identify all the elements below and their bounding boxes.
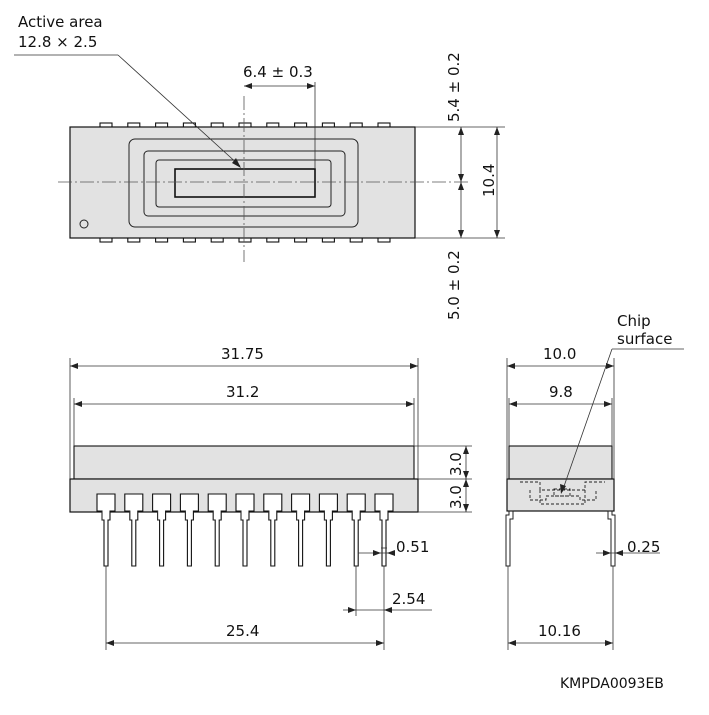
dim-10-4-arrow-top [494, 127, 500, 135]
dim-10-16-arrow-left [508, 640, 516, 646]
dim-10-0-arrow-left [507, 363, 515, 369]
active-area-leader-arrow [232, 158, 241, 168]
front-pin [124, 493, 144, 567]
dim-31-75-arrow-right [410, 363, 418, 369]
dim-6-4-arrow-left [244, 83, 252, 89]
dim-lead-thickness: 0.25 [627, 538, 660, 556]
active-area-title: Active area [18, 13, 103, 31]
dim-height-arrow-top [463, 446, 469, 454]
dim-height-arrow-bottom [463, 504, 469, 512]
side-view: Chip surface 10.0 9.8 0.25 10.16 [505, 312, 684, 650]
dim-31-2-arrow-right [406, 401, 414, 407]
dim-side-body-width: 9.8 [549, 383, 573, 401]
dim-side-overall-width: 10.0 [543, 345, 576, 363]
dim-top-offset: 5.4 ± 0.2 [445, 52, 463, 122]
dim-10-16-arrow-right [605, 640, 613, 646]
front-view-window-layer [73, 445, 415, 480]
dim-row-spacing: 10.16 [538, 622, 581, 640]
window-frame-inner [155, 159, 332, 208]
dim-0-51-arrow-left [373, 550, 381, 556]
active-area-rect [174, 168, 316, 198]
top-view-pins-upper [99, 122, 391, 129]
dim-height-arrow-mid-up [463, 471, 469, 479]
dim-0-25-arrow-left [603, 550, 611, 556]
front-view: 31.75 31.2 3.0 3.0 0.51 2.54 [69, 345, 472, 650]
dim-body-length: 31.2 [226, 383, 259, 401]
chip-surface-leader-arrow [560, 484, 566, 494]
dim-2-54-arrow-left [348, 607, 356, 613]
dim-5-4-arrow-top [458, 127, 464, 135]
front-pin [318, 493, 338, 567]
top-view-package-body [69, 126, 416, 239]
front-pin [96, 493, 116, 567]
front-pin [207, 493, 227, 567]
dim-pin-pitch: 2.54 [392, 590, 425, 608]
dim-0-25-arrow-right [615, 550, 623, 556]
dim-0-51-arrow-right [387, 550, 395, 556]
active-area-leader-diag [117, 54, 241, 167]
dim-window-height: 3.0 [447, 452, 465, 476]
dim-pin-width: 0.51 [396, 538, 429, 556]
front-pin [235, 493, 255, 567]
side-view-lead-right [607, 510, 616, 567]
chip-surface-leader-diag [561, 348, 613, 493]
side-view-window-layer [508, 445, 613, 480]
dim-9-8-arrow-left [509, 401, 517, 407]
dim-25-4-arrow-right [376, 640, 384, 646]
dim-2-54-arrow-right [384, 607, 392, 613]
front-pin [346, 493, 366, 567]
dim-5-4-arrow-bottom [458, 174, 464, 182]
dim-row-span: 25.4 [226, 622, 259, 640]
top-view: Active area 12.8 × 2.5 6.4 ± 0.3 5.4 ± 0… [14, 13, 505, 320]
front-pin [179, 493, 199, 567]
dim-31-2-arrow-left [74, 401, 82, 407]
window-frame-outer [128, 138, 359, 228]
front-pin [374, 493, 394, 567]
dim-base-height: 3.0 [447, 485, 465, 509]
dim-9-8-arrow-right [604, 401, 612, 407]
dim-6-4-arrow-right [307, 83, 315, 89]
dim-overall-length: 31.75 [221, 345, 264, 363]
window-frame-mid [143, 150, 346, 217]
dim-5-0-arrow-top [458, 182, 464, 190]
chip-surface-label-line2: surface [617, 330, 672, 348]
dim-5-0-arrow-bottom [458, 230, 464, 238]
active-area-size: 12.8 × 2.5 [18, 33, 97, 51]
dim-half-active-width: 6.4 ± 0.3 [243, 63, 313, 81]
side-view-base [506, 478, 615, 512]
dim-31-75-arrow-left [70, 363, 78, 369]
front-view-pins [96, 493, 394, 567]
drawing-code: KMPDA0093EB [560, 676, 664, 692]
front-pin [152, 493, 172, 567]
dim-10-4-arrow-bottom [494, 230, 500, 238]
dim-height-arrow-mid-down [463, 479, 469, 487]
front-pin [291, 493, 311, 567]
dim-package-width: 10.4 [480, 164, 498, 197]
side-view-lead-left [505, 510, 514, 567]
chip-surface-outline [539, 490, 586, 505]
chip-surface-label-line1: Chip [617, 312, 651, 330]
pin1-index-mark [79, 219, 89, 229]
dim-bottom-offset: 5.0 ± 0.2 [445, 250, 463, 320]
dim-10-0-arrow-right [606, 363, 614, 369]
dim-25-4-arrow-left [106, 640, 114, 646]
front-pin [263, 493, 283, 567]
